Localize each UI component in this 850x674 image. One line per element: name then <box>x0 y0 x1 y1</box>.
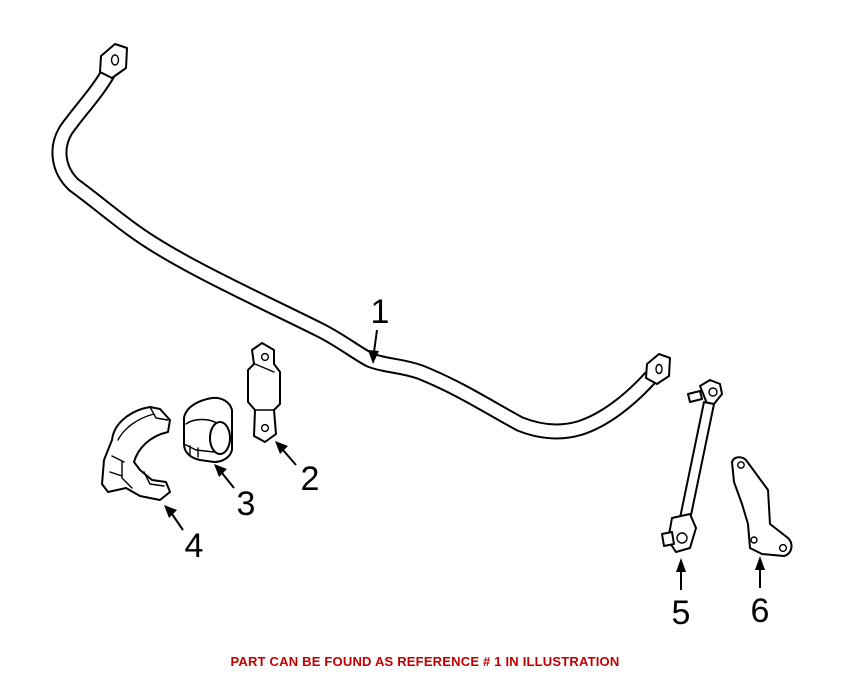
bar-end-right <box>645 353 671 385</box>
reference-note: PART CAN BE FOUND AS REFERENCE # 1 IN IL… <box>230 654 620 669</box>
callout-2: 2 <box>275 441 319 498</box>
stabilizer-bar <box>51 43 671 440</box>
callout-5: 5 <box>672 558 691 632</box>
callout-1: 1 <box>368 293 389 364</box>
callout-3: 3 <box>214 464 255 523</box>
bracket-plate <box>247 342 281 443</box>
callout-4: 4 <box>164 505 203 565</box>
callout-number: 6 <box>751 592 770 630</box>
callout-number: 2 <box>301 460 320 498</box>
link-bracket <box>731 456 793 557</box>
callout-number: 4 <box>185 527 204 565</box>
bushing-clamp <box>101 406 171 501</box>
stabilizer-link <box>661 379 723 553</box>
callout-number: 3 <box>237 485 256 523</box>
bar-end-left <box>99 43 128 79</box>
callout-number: 1 <box>371 293 390 331</box>
rubber-bushing <box>183 396 233 463</box>
callout-6: 6 <box>751 556 770 630</box>
callout-number: 5 <box>672 594 691 632</box>
